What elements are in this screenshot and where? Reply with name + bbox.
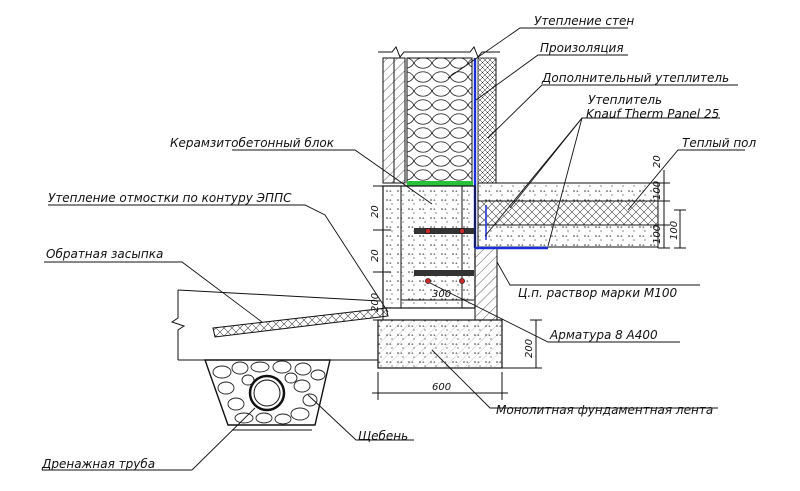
drainage-trench (204, 359, 331, 431)
label-backfill: Обратная засыпка (46, 247, 163, 261)
label-claydite-block: Керамзитобетонный блок (170, 136, 335, 150)
label-drain-pipe: Дренажная труба (41, 457, 155, 471)
strip-footing (377, 319, 503, 369)
dim-footing-height: 200 (524, 339, 535, 358)
dimension-texts: 20 20 200 300 20 100 100 100 200 600 (370, 155, 680, 393)
dim-block-h3: 200 (370, 293, 381, 312)
mortar-plinth (474, 247, 498, 321)
dim-mortar-width: 300 (432, 289, 451, 300)
leader-lines (42, 27, 745, 471)
dim-floor-layer1: 100 (652, 181, 663, 200)
warm-floor (475, 182, 659, 250)
label-rebar: Арматура 8 А400 (549, 328, 658, 342)
label-wall-insulation: Утепление стен (534, 14, 634, 28)
dim-footing-width: 600 (432, 382, 451, 393)
label-warm-floor: Теплый пол (682, 136, 757, 150)
dim-floor-layer2: 100 (652, 225, 663, 244)
dim-block-h1: 20 (370, 205, 381, 218)
label-knauf-2: Knauf Therm Panel 25 (586, 107, 719, 121)
dim-floor-total: 100 (669, 221, 680, 240)
label-blind-area-insulation: Утепление отмостки по контуру ЭППС (48, 191, 292, 205)
dim-floor-top: 20 (652, 155, 663, 168)
label-gravel: Щебень (358, 429, 408, 443)
dimension-lines (372, 170, 686, 400)
label-mortar: Ц.п. раствор марки М100 (518, 286, 678, 300)
claydite-block-wall (382, 181, 476, 309)
label-extra-insulation: Дополнительный утеплитель (541, 71, 729, 85)
dim-block-h2: 20 (370, 249, 381, 262)
label-vapor-barrier: Пpоизоляция (540, 41, 624, 55)
label-strip-foundation: Монолитная фундаментная лента (496, 403, 713, 417)
labels: Утепление стен Пpоизоляция Дополнительны… (41, 14, 757, 471)
label-knauf-1: Утеплитель (588, 93, 662, 107)
